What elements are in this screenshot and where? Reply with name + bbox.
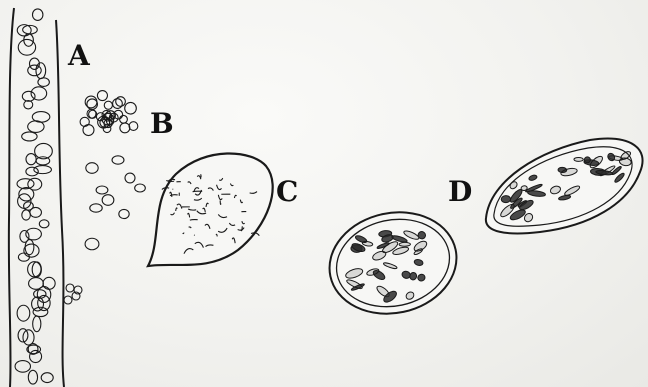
cluster-sphere	[97, 91, 107, 101]
strand-cell	[22, 91, 35, 101]
cluster-sphere	[103, 125, 111, 133]
strand-cell	[17, 305, 30, 321]
free-sphere	[90, 204, 102, 212]
cluster-sphere	[129, 122, 138, 131]
strand-cell	[15, 361, 30, 373]
cell-d-granule	[501, 195, 510, 202]
strand-cell	[23, 330, 34, 345]
strand-cell	[41, 373, 53, 383]
strand-cell	[28, 65, 41, 76]
cell-c-granule	[190, 220, 198, 221]
strand-cell	[43, 277, 55, 289]
cell-c	[148, 153, 273, 266]
label-c: C	[276, 178, 298, 206]
cluster-sphere	[120, 115, 128, 123]
strand-cell	[28, 121, 44, 133]
strand-cell	[25, 240, 34, 255]
free-sphere	[85, 238, 99, 249]
free-sphere	[102, 195, 114, 206]
strand-cell	[26, 167, 38, 176]
free-sphere	[96, 186, 108, 194]
scattered-spheres	[85, 156, 145, 250]
strand-cell	[36, 157, 50, 165]
strand-cell	[22, 132, 37, 141]
strand-cell	[33, 316, 41, 332]
cell-d-lower	[320, 201, 466, 325]
cluster-sphere	[80, 117, 89, 126]
strand-cell	[30, 350, 42, 362]
strand-cell	[18, 39, 35, 55]
strand-bud	[64, 296, 72, 304]
free-sphere	[135, 184, 146, 192]
label-a: A	[68, 42, 90, 70]
strand-cell	[34, 166, 52, 174]
cluster-sphere	[104, 101, 112, 109]
cluster-sphere	[120, 123, 130, 133]
strand-cell	[39, 220, 49, 228]
strand-cell	[32, 9, 42, 21]
strand-cell	[30, 207, 42, 217]
cell-d-upper	[486, 139, 643, 234]
label-d: D	[448, 178, 472, 206]
strand-bud	[66, 284, 74, 292]
strand-cell	[22, 210, 31, 220]
cell-cluster-b	[80, 91, 138, 136]
free-sphere	[119, 209, 129, 218]
cell-d-granule	[521, 185, 528, 191]
label-b: B	[150, 110, 174, 138]
strand-cell	[38, 78, 50, 87]
strand-cell	[26, 154, 36, 165]
free-sphere	[112, 156, 124, 164]
cluster-sphere	[116, 97, 126, 107]
strand-cell	[18, 253, 29, 261]
strand-cell	[28, 370, 37, 384]
free-sphere	[86, 163, 98, 174]
strand-cell	[32, 262, 41, 277]
cluster-sphere	[113, 99, 123, 109]
cell-d-granule	[399, 242, 410, 246]
cluster-sphere	[125, 102, 137, 114]
free-sphere	[125, 173, 135, 183]
cell-d-granule	[584, 157, 590, 163]
cell-d-granule	[574, 157, 583, 161]
strand-cell	[37, 287, 50, 303]
